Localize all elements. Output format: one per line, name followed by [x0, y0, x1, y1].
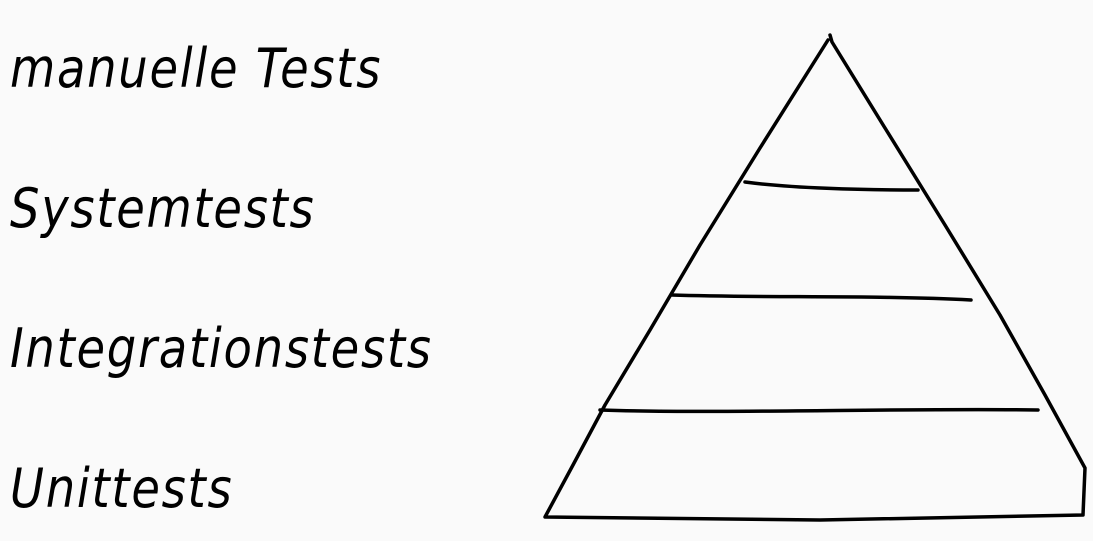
layer-labels: manuelle Tests Systemtests Integrationst…: [0, 0, 470, 541]
pyramid-divider-3: [598, 407, 1040, 414]
label-integration-tests: Integrationstests: [10, 317, 433, 380]
label-system-tests: Systemtests: [10, 177, 316, 240]
pyramid-divider-1: [743, 180, 920, 192]
label-unit-tests: Unittests: [10, 457, 234, 520]
pyramid-outline: [543, 33, 1087, 522]
pyramid-divider-2: [670, 293, 973, 302]
label-manual-tests: manuelle Tests: [10, 37, 383, 100]
